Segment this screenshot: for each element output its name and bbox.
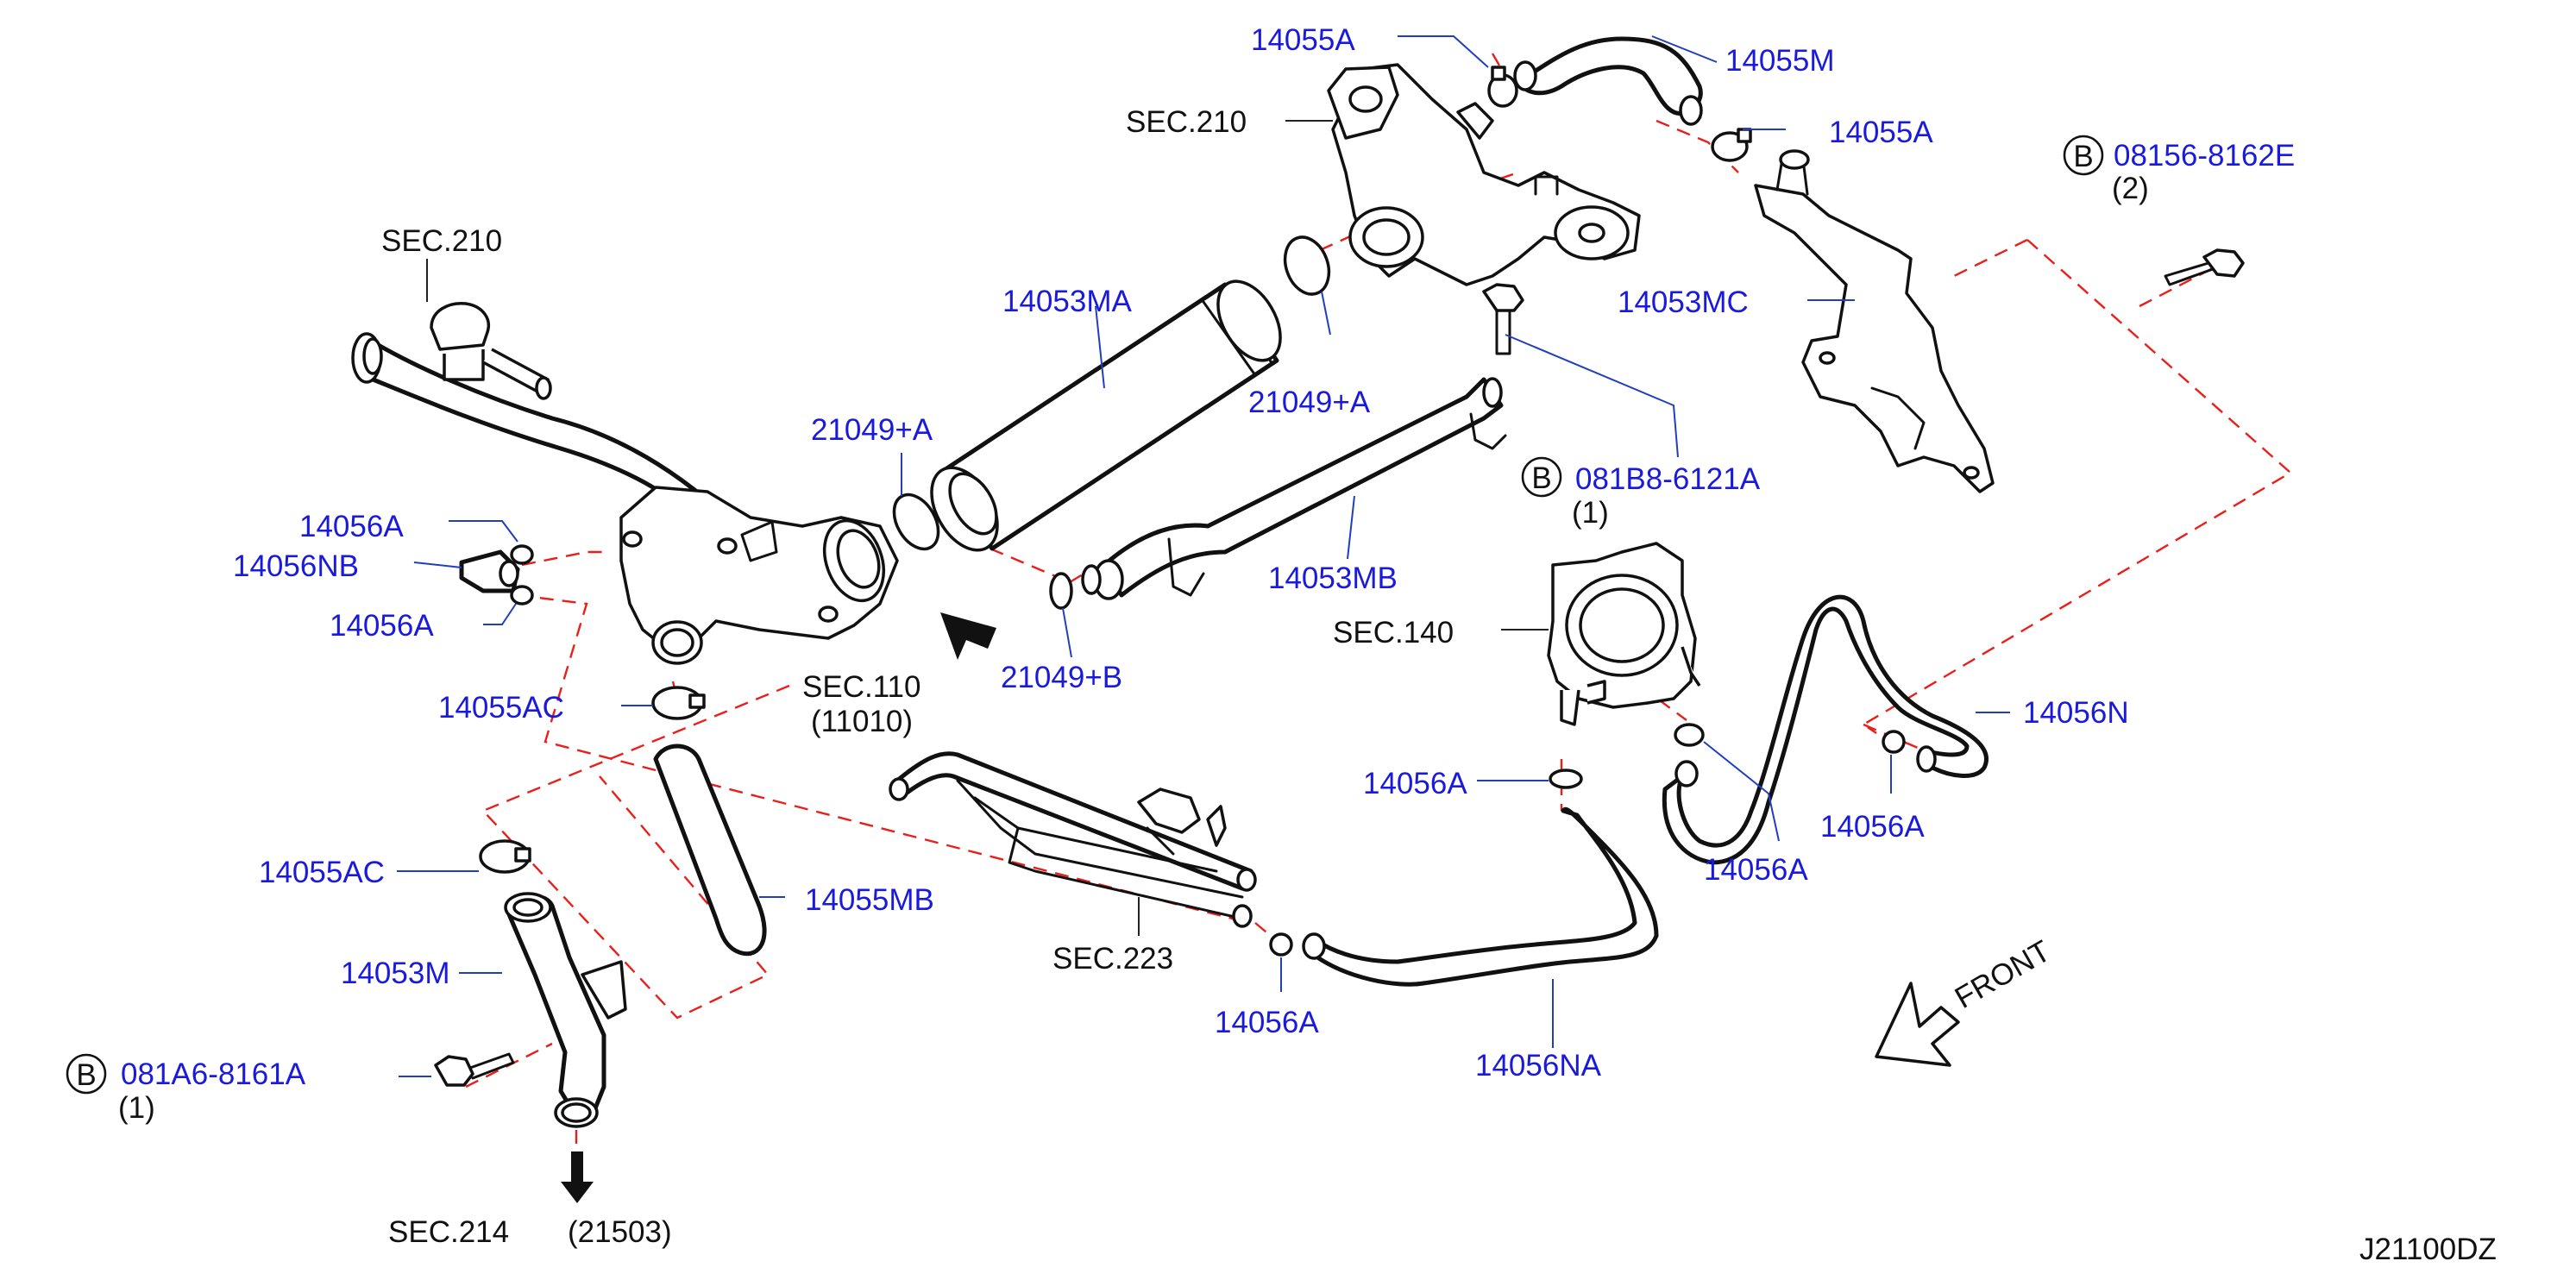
label-14053MA: 14053MA — [1002, 285, 1132, 318]
clamp-14056A — [1674, 723, 1705, 747]
arrow-sec214-icon — [561, 1151, 594, 1203]
label-bolt-08156-8162E: 08156-8162E — [2114, 139, 2295, 173]
clamp-14056A — [1269, 932, 1293, 957]
pipe-14053MB — [1081, 377, 1507, 600]
label-14055AC-upper: 14055AC — [438, 691, 564, 725]
label-14053M: 14053M — [341, 957, 449, 990]
bolt-081A6-8161A — [434, 1052, 515, 1087]
label-front: FRONT — [1950, 934, 2057, 1015]
front-arrow-icon — [1875, 982, 1960, 1067]
hose-14056NA — [1309, 806, 1659, 987]
clamp-14056A — [1549, 769, 1583, 789]
label-14056A-2: 14056A — [330, 609, 434, 643]
clamp-14055A-top — [1487, 66, 1518, 108]
clamp-14056A — [1882, 730, 1906, 754]
o-ring-21049A-left — [892, 493, 940, 551]
bracket-14053MC — [1754, 149, 1995, 493]
hose-end — [1302, 932, 1326, 960]
hose-14055M — [1516, 36, 1703, 116]
label-sec223: SEC.223 — [1052, 942, 1173, 976]
bolt-marker-b: B — [2073, 140, 2093, 173]
label-14056A-6: 14056A — [1215, 1006, 1319, 1039]
label-14055A-top: 14055A — [1251, 23, 1355, 57]
bolt-marker-b: B — [1531, 461, 1551, 495]
label-qty-081A6: (1) — [118, 1091, 155, 1125]
label-sec210-left: SEC.210 — [381, 224, 502, 258]
label-21049A-left: 21049+A — [811, 413, 933, 447]
clamp-14055A-right — [1711, 128, 1752, 162]
label-14055M: 14055M — [1725, 44, 1834, 78]
hose-end — [1513, 60, 1537, 91]
label-14053MB: 14053MB — [1268, 562, 1398, 595]
label-bolt-081A6-8161A: 081A6-8161A — [121, 1057, 306, 1091]
label-sec214: SEC.214 — [388, 1215, 509, 1249]
diagram-code: J21100DZ — [2359, 1233, 2497, 1266]
label-14056A-4: 14056A — [1820, 810, 1925, 844]
label-14056A-1: 14056A — [299, 510, 404, 543]
hose-end — [1916, 745, 1937, 773]
label-14055AC-lower: 14055AC — [259, 856, 385, 889]
label-14056A-5: 14056A — [1704, 853, 1808, 887]
label-14055A-right: 14055A — [1829, 116, 1933, 149]
label-14056NB: 14056NB — [233, 549, 359, 583]
label-qty-08156: (2) — [2112, 172, 2149, 205]
label-21049B: 21049+B — [1001, 661, 1122, 694]
o-ring-21049B — [1049, 572, 1073, 610]
bolt-081B8-6121A — [1482, 283, 1524, 355]
pipe-14053M — [504, 892, 627, 1128]
bolt-marker-b: B — [76, 1058, 96, 1092]
clamp-14055AC-lower — [479, 839, 531, 874]
hose-14055MB — [653, 744, 767, 957]
bolt-markers: B B B — [66, 135, 2104, 1095]
label-sec214-number: (21503) — [568, 1215, 672, 1249]
tube-assembly-sec223 — [889, 751, 1257, 928]
label-sec110-number: (11010) — [811, 705, 913, 738]
water-outlet-housing — [1327, 63, 1641, 286]
label-14055MB: 14055MB — [805, 883, 934, 917]
hose-14056NB — [459, 549, 520, 593]
bolt-08156-8162E — [2164, 248, 2245, 286]
clamp-14056A-lower — [510, 585, 534, 605]
hose-end — [1674, 760, 1699, 787]
thermostat-housing — [351, 302, 899, 665]
arrow-sec110-icon — [940, 612, 996, 660]
leader-lines — [397, 35, 2010, 1077]
label-14056A-3: 14056A — [1363, 767, 1467, 800]
hose-end — [1679, 95, 1703, 126]
throttle-body-sec140 — [1547, 542, 1701, 726]
o-ring-21049A-right — [1283, 235, 1331, 296]
label-14053MC: 14053MC — [1618, 285, 1749, 319]
parts-drawing — [351, 36, 2245, 1203]
label-qty-081B8: (1) — [1572, 496, 1609, 530]
label-bolt-081B8-6121A: 081B8-6121A — [1575, 462, 1761, 496]
label-sec110: SEC.110 — [802, 670, 921, 704]
label-sec140: SEC.140 — [1333, 616, 1454, 649]
labels: 14055A 14055M 14055A SEC.210 08156-8162E… — [118, 23, 2497, 1266]
pipe-14053MA — [930, 279, 1282, 552]
label-14056N: 14056N — [2023, 696, 2129, 730]
clamp-14055AC-upper — [651, 686, 706, 720]
clamp-14056A-upper — [510, 544, 534, 565]
label-sec210-top: SEC.210 — [1126, 105, 1247, 139]
label-14056NA: 14056NA — [1475, 1049, 1602, 1082]
label-21049A-right: 21049+A — [1248, 386, 1371, 419]
